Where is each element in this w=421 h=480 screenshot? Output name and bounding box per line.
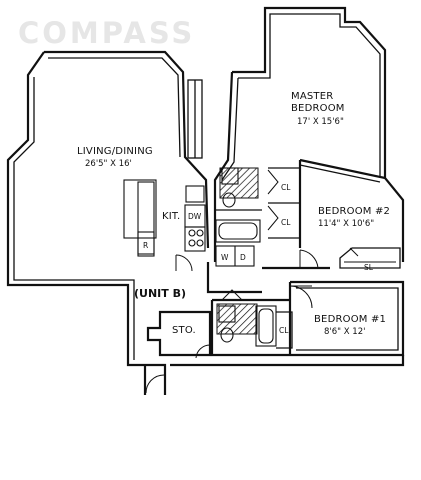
bedroom1-closet <box>276 311 293 349</box>
living-dining-label: LIVING/DINING <box>77 146 153 157</box>
bedroom-1-size: 8'6" X 12' <box>324 327 365 337</box>
dishwasher-label: DW <box>188 212 202 221</box>
master-bedroom-size: 17' X 15'6" <box>297 117 344 127</box>
living-dining-size: 26'5" X 16' <box>85 159 132 169</box>
closet-label-3: CL <box>279 326 289 335</box>
second-bath <box>210 289 290 357</box>
kitchen-island <box>123 179 157 257</box>
kitchen-sink <box>185 185 205 203</box>
bedroom-2 <box>298 158 401 269</box>
storage-label: STO. <box>172 325 196 336</box>
living-dining-room <box>6 50 210 367</box>
master-bathtub <box>215 219 261 243</box>
refrigerator-label: R <box>143 241 148 250</box>
shelf-label: SL <box>364 263 374 272</box>
storage <box>146 310 212 359</box>
bedroom-1-label: BEDROOM #1 <box>314 314 386 325</box>
kitchen-label: KIT. <box>162 211 180 222</box>
dryer-label: D <box>240 253 246 262</box>
master-bath <box>215 167 262 243</box>
bedroom-2-size: 11'4" X 10'6" <box>318 219 374 229</box>
master-bedroom-label-2: BEDROOM <box>291 103 345 114</box>
master-closets <box>267 167 301 239</box>
refrigerator <box>137 231 155 257</box>
unit-label: (UNIT B) <box>134 287 186 300</box>
kitchen-appliances <box>175 185 206 272</box>
hallway <box>143 262 405 395</box>
stove <box>184 226 206 252</box>
bedroom-2-label: BEDROOM #2 <box>318 206 390 217</box>
washer-label: W <box>221 253 229 262</box>
compass-logo: COMPASS <box>18 16 195 50</box>
laundry <box>215 245 255 267</box>
master-bedroom-label-1: MASTER <box>291 91 333 102</box>
second-bathtub <box>255 305 277 347</box>
closet-label-1: CL <box>281 183 291 192</box>
bedroom-1 <box>276 280 405 357</box>
closet-label-2: CL <box>281 218 291 227</box>
bedroom2-shelf <box>339 247 401 269</box>
master-bedroom <box>213 6 405 262</box>
hall-doors <box>262 249 330 270</box>
